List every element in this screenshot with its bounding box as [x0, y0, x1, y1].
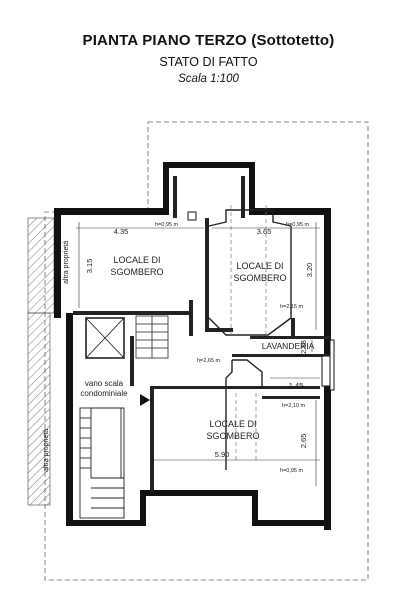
dim-365: 3.65	[257, 227, 272, 236]
plan-scale: Scala 1:100	[178, 73, 239, 85]
height-label-1: h=0,95 m	[155, 222, 179, 228]
neighbor-hatch-top	[27, 217, 55, 314]
plan-subtitle: STATO DI FATTO	[159, 55, 258, 69]
openings	[187, 211, 335, 391]
inner-walls	[73, 176, 330, 492]
dim-145: 1.45	[289, 381, 304, 390]
dim-265: 2.65	[299, 434, 308, 449]
height-label-6: h=0,95 m	[280, 468, 304, 474]
dim-288: 2.88	[301, 340, 308, 354]
dimension-lines	[76, 222, 320, 486]
height-label-5: h=2,10 m	[282, 403, 306, 409]
laundry-label: LAVANDERIA	[262, 341, 315, 351]
height-label-3: h=2,15 m	[280, 304, 304, 310]
room-1-label-line1: LOCALE DI	[113, 255, 160, 265]
dim-435: 4.35	[114, 227, 129, 236]
condominium-stair	[79, 317, 125, 519]
plan-title: PIANTA PIANO TERZO (Sottotetto)	[82, 32, 335, 49]
stair-label-line1: vano scala	[85, 379, 124, 388]
dim-320: 3.20	[305, 263, 314, 278]
neighbor-hatch-bottom	[27, 312, 51, 506]
dim-315: 3.15	[85, 259, 94, 274]
neighbor-label-bottom: altra proprietà	[43, 429, 50, 472]
roof-ridges	[208, 209, 292, 470]
neighbor-label-top: altra proprietà	[63, 241, 70, 284]
dim-590: 5.90	[215, 450, 230, 459]
stair-label-line2: condominiale	[80, 389, 128, 398]
dashed-roof-lines	[230, 205, 267, 460]
room-1-label-line2: SGOMBERO	[110, 267, 163, 277]
room-2-label-line2: SGOMBERO	[233, 273, 286, 283]
height-label-4: h=2,65 m	[197, 358, 221, 364]
roof-outline	[44, 121, 369, 581]
room-3-label-line2: SGOMBERO	[206, 431, 259, 441]
height-label-2: h=0,95 m	[286, 222, 310, 228]
stair-arrow-icon	[140, 394, 150, 406]
room-2-label-line1: LOCALE DI	[236, 261, 283, 271]
room-3-label-line1: LOCALE DI	[209, 419, 256, 429]
internal-stair	[135, 315, 169, 359]
